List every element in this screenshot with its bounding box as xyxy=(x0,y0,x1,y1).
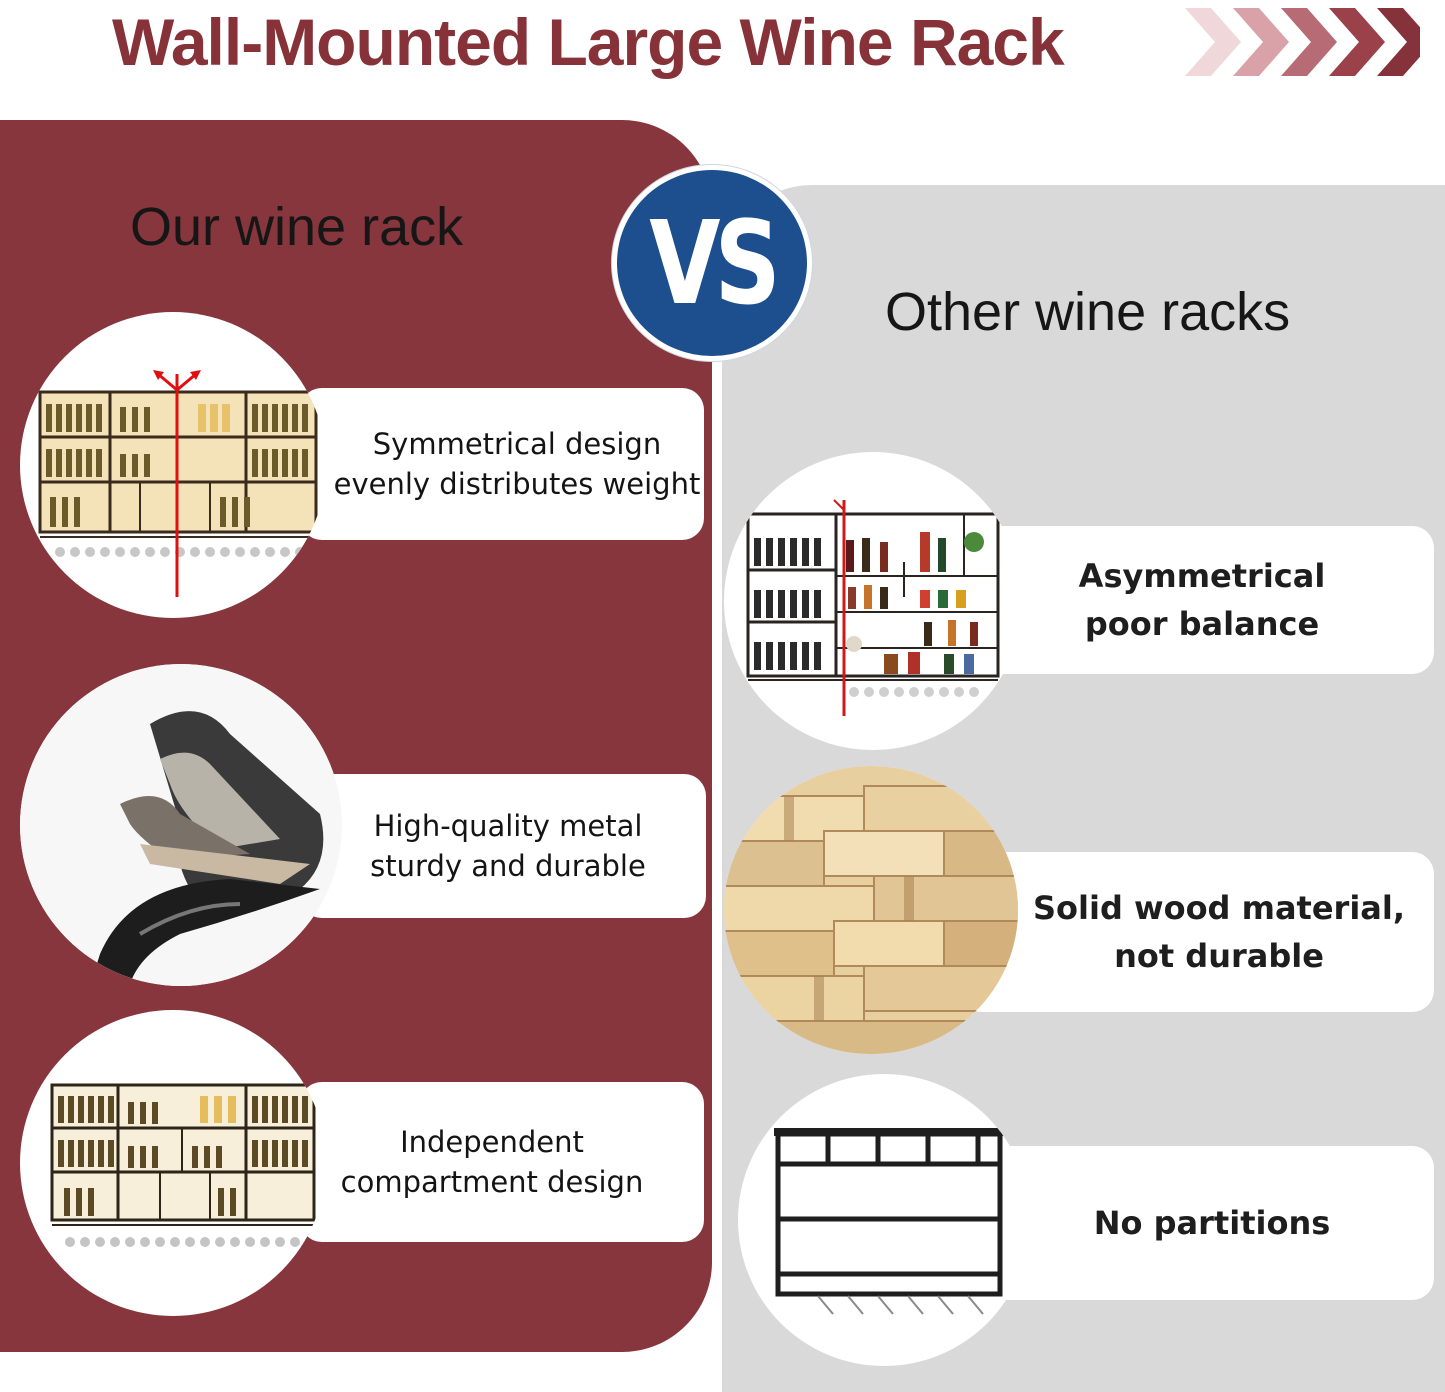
vs-badge: VS xyxy=(612,165,812,361)
feature-text: Symmetrical design evenly distributes we… xyxy=(333,427,701,501)
page-title: Wall-Mounted Large Wine Rack xyxy=(112,5,1065,79)
feature-card-metal: High-quality metal sturdy and durable xyxy=(300,774,706,918)
vs-text: VS xyxy=(649,196,780,330)
feature-text: Asymmetrical poor balance xyxy=(1078,557,1326,643)
our-rack-heading: Our wine rack xyxy=(130,197,464,257)
feature-card-wood: Solid wood material, not durable xyxy=(960,852,1434,1012)
wood-planks-photo xyxy=(724,766,1018,1054)
metal-sheets-photo xyxy=(20,664,342,986)
asymmetric-wine-rack-photo xyxy=(724,452,1022,750)
feature-card-no-partitions: No partitions xyxy=(960,1146,1434,1300)
feature-card-symmetric: Symmetrical design evenly distributes we… xyxy=(300,388,704,540)
other-racks-heading: Other wine racks xyxy=(885,282,1291,342)
symmetric-wine-rack-photo xyxy=(20,312,326,618)
open-frame-rack-photo xyxy=(738,1074,1030,1366)
feature-text: No partitions xyxy=(1093,1204,1331,1242)
feature-text: Solid wood material, not durable xyxy=(1033,889,1405,975)
feature-card-asymmetric: Asymmetrical poor balance xyxy=(960,526,1434,674)
feature-text: Independent compartment design xyxy=(340,1125,644,1199)
compartment-wine-rack-photo xyxy=(20,1010,326,1316)
feature-text: High-quality metal sturdy and durable xyxy=(370,809,646,883)
chevron-right-icon xyxy=(1185,8,1420,76)
feature-card-compartment: Independent compartment design xyxy=(300,1082,704,1242)
